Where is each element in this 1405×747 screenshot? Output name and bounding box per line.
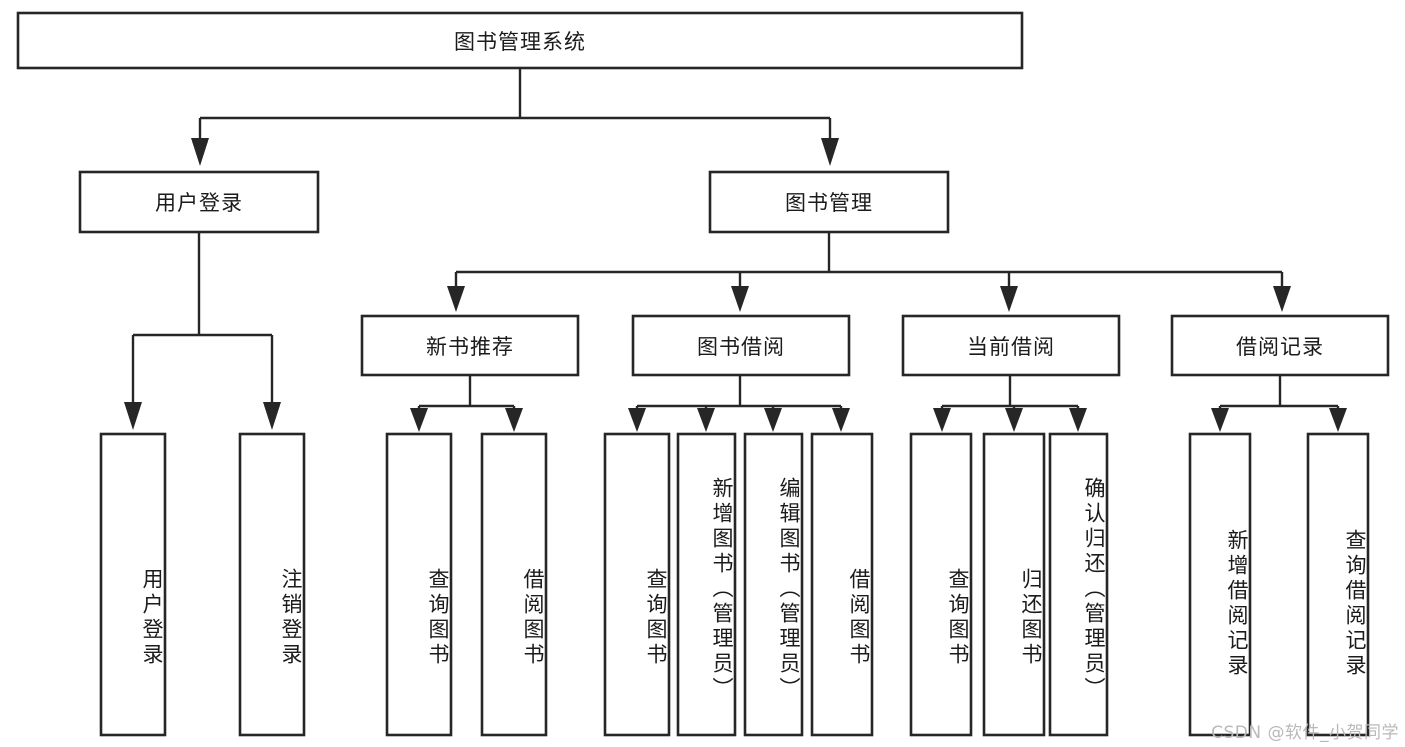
node-root-box[interactable] bbox=[16, 11, 1024, 70]
arrow-borrowrecord-to-leaf2 bbox=[1329, 408, 1347, 432]
node-leaf-query-book-1-box[interactable] bbox=[385, 432, 453, 737]
arrow-book-manage-to-l3-2 bbox=[731, 286, 749, 312]
arrow-bookborrow-to-leaf3 bbox=[764, 408, 782, 432]
node-new-book-recommend-box[interactable] bbox=[360, 314, 580, 377]
node-leaf-query-book-3-box[interactable] bbox=[909, 432, 973, 737]
node-book-borrow-box[interactable] bbox=[631, 314, 851, 377]
arrow-recommend-to-leaf2 bbox=[505, 408, 523, 432]
node-leaf-query-record-box[interactable] bbox=[1306, 432, 1370, 737]
arrow-book-manage-to-l3-1 bbox=[447, 286, 465, 312]
node-leaf-confirm-return-box[interactable] bbox=[1048, 432, 1109, 737]
arrow-currentborrow-to-leaf1 bbox=[933, 408, 951, 432]
arrow-bookborrow-to-leaf2 bbox=[697, 408, 715, 432]
node-book-manage-box[interactable] bbox=[708, 170, 950, 234]
arrow-book-manage-to-l3-3 bbox=[1000, 286, 1018, 312]
node-leaf-return-book-box[interactable] bbox=[982, 432, 1046, 737]
node-leaf-add-book-box[interactable] bbox=[676, 432, 737, 737]
node-leaf-edit-book-box[interactable] bbox=[743, 432, 804, 737]
node-leaf-borrow-book-2-box[interactable] bbox=[810, 432, 874, 737]
node-leaf-query-book-2-box[interactable] bbox=[603, 432, 671, 737]
node-leaf-borrow-book-1-box[interactable] bbox=[480, 432, 548, 737]
arrow-user-login-to-leaf2 bbox=[263, 402, 281, 430]
node-leaf-add-record-box[interactable] bbox=[1188, 432, 1252, 737]
arrow-root-to-user-login bbox=[191, 138, 209, 166]
arrow-borrowrecord-to-leaf1 bbox=[1211, 408, 1229, 432]
arrow-bookborrow-to-leaf4 bbox=[832, 408, 850, 432]
arrow-user-login-to-leaf1 bbox=[124, 402, 142, 430]
arrow-recommend-to-leaf1 bbox=[410, 408, 428, 432]
node-user-login-box[interactable] bbox=[78, 170, 320, 234]
node-borrow-record-box[interactable] bbox=[1170, 314, 1390, 377]
arrow-root-to-book-manage bbox=[821, 138, 839, 166]
arrow-book-manage-to-l3-4 bbox=[1273, 286, 1291, 312]
node-leaf-logout-login-box[interactable] bbox=[238, 432, 306, 737]
arrow-currentborrow-to-leaf3 bbox=[1069, 408, 1087, 432]
node-leaf-user-login-box[interactable] bbox=[99, 432, 167, 737]
node-current-borrow-box[interactable] bbox=[901, 314, 1121, 377]
arrow-bookborrow-to-leaf1 bbox=[628, 408, 646, 432]
arrow-currentborrow-to-leaf2 bbox=[1005, 408, 1023, 432]
